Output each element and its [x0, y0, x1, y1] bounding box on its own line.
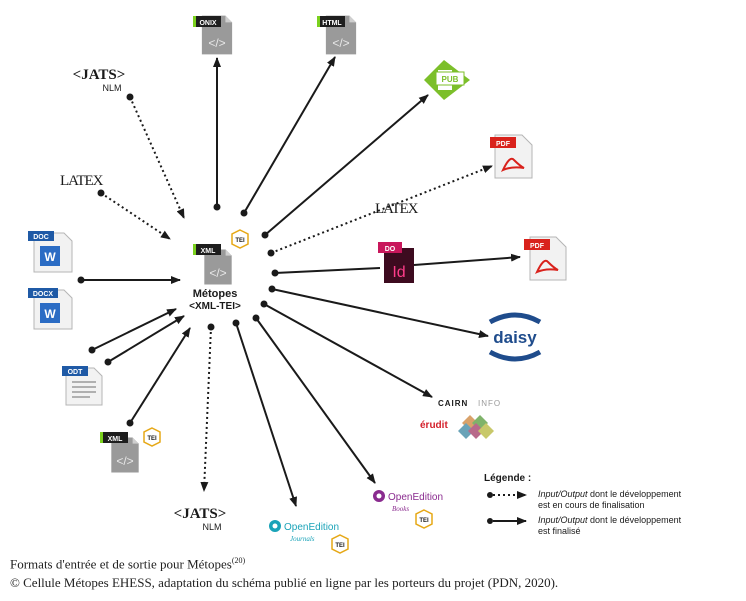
svg-text:ONIX: ONIX — [199, 20, 216, 27]
svg-text:Books: Books — [392, 505, 409, 513]
svg-text:</>: </> — [332, 36, 349, 50]
doc-file-icon: DOC W — [28, 231, 73, 273]
openedition-journals-logo: OpenEdition Journals TEI — [269, 520, 349, 554]
pdf-icon-right: PDF — [524, 236, 567, 281]
arrow-to-cairn — [263, 303, 433, 398]
svg-text:</>: </> — [116, 454, 133, 468]
dotted-arrow-dots — [97, 93, 275, 331]
arrow-from-xml — [129, 327, 191, 424]
arrow-to-jats-bottom — [200, 326, 212, 492]
openedition-books-logo: OpenEdition Books TEI — [373, 490, 443, 529]
svg-text:NLM: NLM — [202, 522, 221, 532]
svg-text:<JATS>: <JATS> — [174, 506, 227, 522]
arrow-to-openedition-books — [255, 317, 376, 484]
indesign-icon: DO Id — [378, 242, 414, 283]
svg-text:est finalisé: est finalisé — [538, 526, 581, 536]
arrow-from-odt — [107, 315, 185, 363]
svg-text:Journals: Journals — [290, 535, 315, 543]
docx-file-icon: DOCX W — [28, 288, 73, 330]
legend: Légende : Input/Output dont le développe… — [484, 473, 682, 536]
daisy-logo: daisy — [488, 312, 542, 362]
svg-text:est en cours de finalisation: est en cours de finalisation — [538, 500, 645, 510]
svg-text:DOCX: DOCX — [33, 291, 54, 298]
svg-text:Input/Output dont le développe: Input/Output dont le développement — [538, 489, 682, 499]
legend-title: Légende : — [484, 473, 531, 484]
odt-file-icon: ODT — [62, 366, 103, 406]
solid-arrows — [81, 56, 521, 507]
onix-file-icon: ONIX </> — [193, 15, 233, 55]
arrow-to-indesign — [274, 267, 381, 274]
svg-text:CAIRN: CAIRN — [438, 399, 468, 408]
latex-logo-left: LATEX — [60, 173, 105, 189]
svg-text:Input/Output dont le développe: Input/Output dont le développement — [538, 515, 682, 525]
code-icon: </> — [209, 266, 226, 280]
pdf-icon-top: PDF — [490, 134, 533, 179]
svg-text:PUB: PUB — [442, 75, 459, 84]
svg-text:XML: XML — [108, 436, 124, 443]
caption-line1: Formats d'entrée et de sortie pour Métop… — [10, 556, 246, 572]
arrow-indesign-to-pdf — [413, 253, 521, 266]
html-file-icon: HTML </> — [317, 15, 357, 55]
svg-text:HTML: HTML — [322, 20, 342, 27]
center-node: XML </> TEI Métopes <XML-TEI> — [189, 229, 249, 312]
arrow-to-html — [243, 56, 336, 214]
svg-text:DO: DO — [385, 246, 396, 253]
word-w-glyph: W — [44, 307, 56, 321]
caption-line2: © Cellule Métopes EHESS, adaptation du s… — [10, 575, 559, 590]
latex-logo-right: LATEX — [375, 201, 420, 217]
svg-text:ODT: ODT — [68, 369, 84, 376]
jats-logo-top: <JATS> NLM — [73, 67, 126, 93]
epub-icon: PUB — [424, 60, 470, 100]
arrow-to-openedition-journals — [235, 322, 297, 507]
arrow-to-daisy — [271, 288, 489, 338]
svg-text:OpenEdition: OpenEdition — [388, 492, 443, 503]
svg-text:TEI: TEI — [335, 543, 345, 549]
arrow-from-latex-left — [100, 192, 171, 240]
tei-badge — [231, 229, 249, 249]
svg-text:INFO: INFO — [478, 399, 501, 408]
svg-text:LATEX: LATEX — [375, 201, 419, 217]
svg-text:TEI: TEI — [147, 436, 157, 442]
svg-text:TEI: TEI — [419, 518, 429, 524]
svg-text:daisy: daisy — [493, 328, 537, 347]
dotted-arrows — [100, 96, 493, 492]
center-subtitle: <XML-TEI> — [189, 301, 241, 312]
arrow-to-epub — [264, 94, 429, 236]
center-tag: XML — [201, 248, 217, 255]
solid-arrow-dots — [77, 203, 279, 427]
svg-text:érudit: érudit — [420, 420, 448, 431]
svg-text:<JATS>: <JATS> — [73, 67, 126, 83]
svg-text:DOC: DOC — [33, 234, 49, 241]
arrow-from-jats-top — [129, 96, 185, 219]
svg-text:Id: Id — [392, 264, 405, 281]
word-w-glyph: W — [44, 250, 56, 264]
svg-text:OpenEdition: OpenEdition — [284, 522, 339, 533]
svg-text:NLM: NLM — [102, 83, 121, 93]
svg-text:</>: </> — [208, 36, 225, 50]
jats-logo-bottom: <JATS> NLM — [174, 506, 227, 532]
center-title: Métopes — [193, 288, 238, 300]
svg-text:PDF: PDF — [530, 243, 545, 250]
cairn-erudit-logos: CAIRN INFO érudit — [420, 399, 501, 439]
svg-text:TEI: TEI — [235, 238, 245, 244]
svg-text:PDF: PDF — [496, 141, 511, 148]
xml-file-icon: XML </> TEI — [100, 427, 161, 473]
svg-text:LATEX: LATEX — [60, 173, 104, 189]
arrow-from-docx — [91, 308, 177, 351]
